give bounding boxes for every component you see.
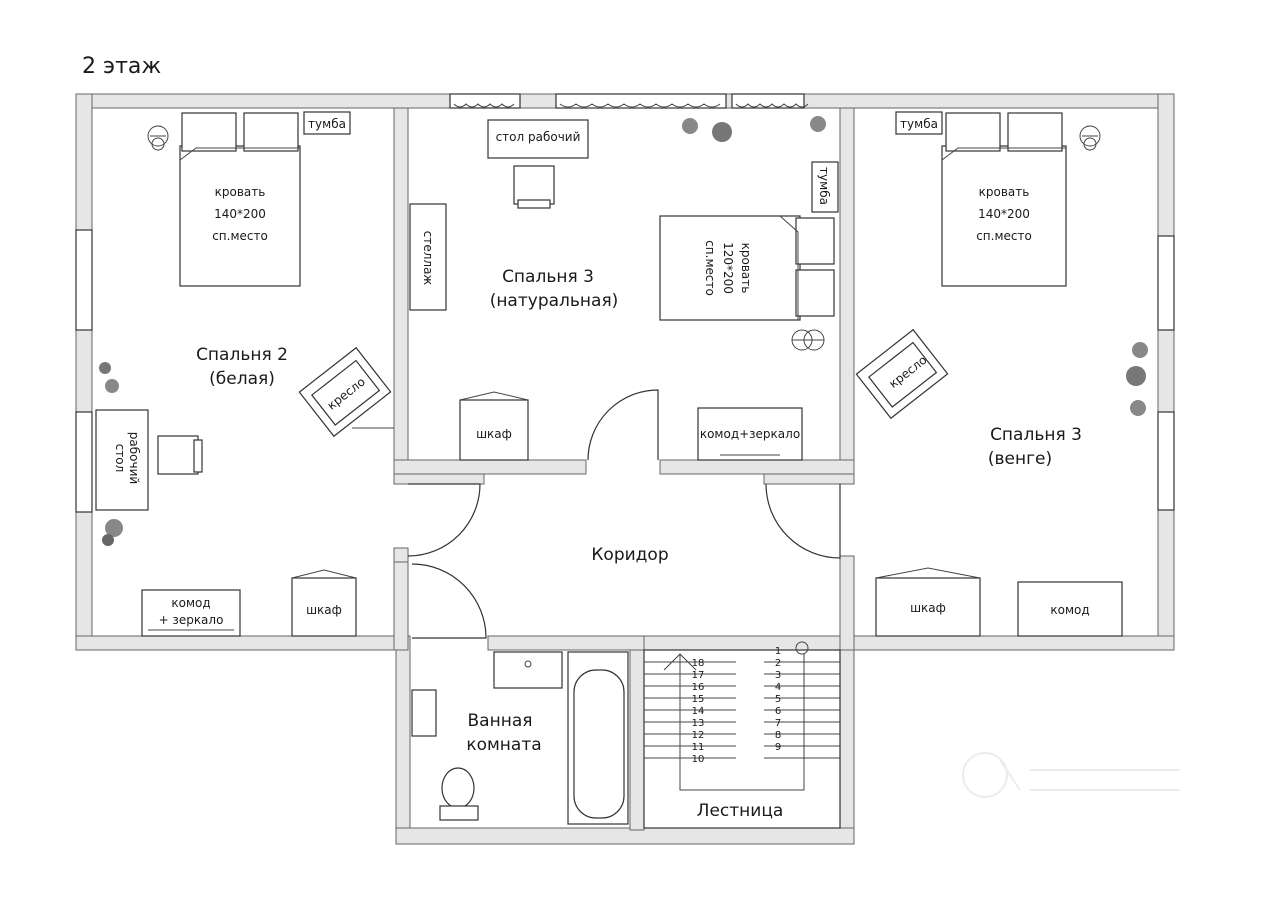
armchair: кресло — [855, 328, 949, 420]
step-number: 4 — [775, 682, 781, 693]
wardrobe-right-label: шкаф — [910, 601, 946, 615]
wardrobe-center — [459, 399, 529, 461]
dresser-mirror-left-label2: + зеркало — [159, 613, 224, 627]
bathtub-icon — [567, 651, 629, 825]
plant-icon — [682, 116, 826, 142]
dresser-mirror-center-label: комод+зеркало — [700, 427, 800, 441]
room-name-bathroom-2: комната — [466, 735, 541, 755]
step-number: 5 — [775, 694, 781, 705]
door-bedroom3-wenge — [765, 483, 841, 559]
nightstand-right-label: тумба — [900, 117, 938, 131]
step-number: 8 — [775, 730, 781, 741]
door-bedroom3-natural — [587, 389, 659, 461]
bed120-label-3: сп.место — [703, 240, 717, 296]
bedroom-2: кровать 140*200 сп.место тумба Спальня 2… — [95, 111, 394, 637]
step-number: 6 — [775, 706, 781, 717]
shelf — [409, 203, 447, 311]
shelf-label: стеллаж — [421, 231, 435, 286]
bed-bedroom2 — [179, 145, 301, 287]
desk-top-label: стол рабочий — [496, 130, 581, 144]
bed-right-label-1: кровать — [979, 185, 1030, 199]
wardrobe-right — [875, 577, 981, 637]
watermark — [962, 752, 1180, 798]
bathroom: Ванная комната — [411, 651, 629, 825]
corridor: Коридор — [407, 483, 669, 639]
desk-top — [487, 119, 589, 159]
nightstand-vertical-label: тумба — [817, 167, 831, 205]
bed120-label-2: 120*200 — [721, 242, 735, 294]
room-name-bedroom3-natural: Спальня 3 — [502, 267, 594, 287]
wardrobe-bedroom2 — [291, 577, 357, 637]
dresser-mirror-left — [141, 589, 241, 637]
step-number: 2 — [775, 658, 781, 669]
lamp-icon — [791, 329, 825, 351]
dresser-right-label: комод — [1050, 603, 1089, 617]
desk-label-1: стол — [113, 444, 127, 473]
room-name-bedroom3-wenge: Спальня 3 — [990, 425, 1082, 445]
room-name-bathroom-1: Ванная — [468, 711, 533, 731]
room-name-stairs: Лестница — [697, 801, 784, 821]
nightstand-vertical — [811, 161, 839, 213]
step-number: 18 — [692, 658, 705, 669]
lamp-icon — [1079, 125, 1101, 151]
chair-icon — [157, 435, 203, 475]
chair-icon — [513, 165, 555, 209]
armchair: кресло — [298, 346, 392, 438]
plant-icon — [99, 362, 123, 546]
step-number: 3 — [775, 670, 781, 681]
bed-right-label-2: 140*200 — [978, 207, 1030, 221]
step-number: 1 — [775, 646, 781, 657]
dresser-mirror-left-label1: комод — [171, 596, 210, 610]
bedroom-3-natural: стол рабочий тумба стеллаж Спальня 3 (на… — [409, 116, 839, 461]
towel-rack-icon — [411, 689, 437, 737]
step-number: 7 — [775, 718, 781, 729]
room-sub-bedroom3-wenge: (венге) — [988, 449, 1052, 469]
wardrobe-bedroom2-label: шкаф — [306, 603, 342, 617]
stairs: 18 17 16 15 14 13 12 11 10 1 2 3 4 5 6 7… — [643, 641, 841, 829]
sink-icon — [493, 651, 563, 689]
desk-bedroom2 — [95, 409, 149, 511]
toilet-icon — [439, 767, 479, 821]
step-number: 13 — [692, 718, 705, 729]
dresser-mirror-center — [697, 407, 803, 461]
step-number: 15 — [692, 694, 705, 705]
step-number: 12 — [692, 730, 705, 741]
wardrobe-center-label: шкаф — [476, 427, 512, 441]
nightstand — [303, 111, 351, 135]
bed-bedroom3-wenge — [941, 145, 1067, 287]
nightstand-label: тумба — [308, 117, 346, 131]
step-number: 10 — [692, 754, 705, 765]
door-bathroom — [411, 563, 487, 639]
bed-label-1: кровать — [215, 185, 266, 199]
room-sub-bedroom3-natural: (натуральная) — [490, 291, 619, 311]
bed-label-3: сп.место — [212, 229, 268, 243]
step-number: 17 — [692, 670, 705, 681]
desk-label-2: рабочий — [127, 432, 141, 484]
step-number: 9 — [775, 742, 781, 753]
step-number: 14 — [692, 706, 705, 717]
bed-bedroom3-natural — [659, 215, 801, 321]
room-name-corridor: Коридор — [591, 545, 668, 565]
bed120-label-1: кровать — [739, 243, 753, 294]
dresser-right — [1017, 581, 1123, 637]
bedroom-3-wenge: тумба кровать 140*200 сп.место кресло Сп… — [765, 111, 1148, 637]
step-number: 16 — [692, 682, 705, 693]
bed-right-label-3: сп.место — [976, 229, 1032, 243]
floor-title: 2 этаж — [82, 54, 161, 79]
room-sub-bedroom2: (белая) — [209, 369, 275, 389]
nightstand-right — [895, 111, 943, 135]
door-bedroom2 — [407, 483, 481, 557]
lamp-icon — [147, 125, 169, 151]
room-name-bedroom2: Спальня 2 — [196, 345, 288, 365]
bed-label-2: 140*200 — [214, 207, 266, 221]
plant-icon — [1126, 342, 1148, 416]
step-number: 11 — [692, 742, 705, 753]
windows — [75, 93, 1175, 513]
